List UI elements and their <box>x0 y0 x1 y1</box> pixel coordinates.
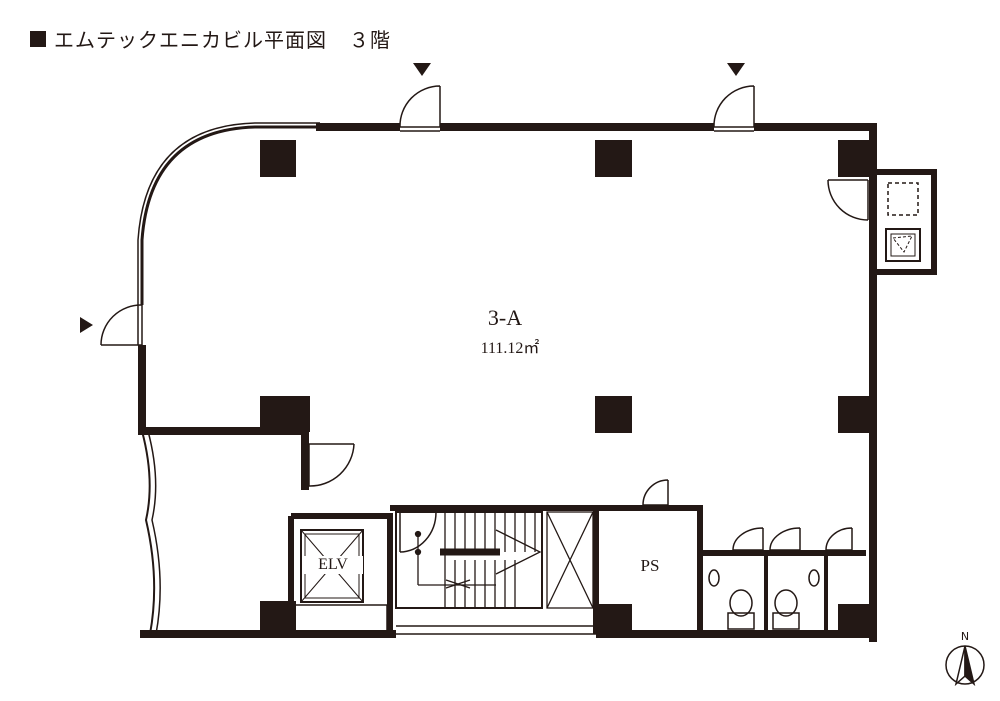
wall-elv <box>291 513 393 634</box>
column <box>838 140 872 177</box>
bay-window <box>141 430 156 635</box>
column <box>260 396 310 432</box>
title-floor: ３階 <box>349 28 391 52</box>
column <box>260 140 296 177</box>
elevator-shaft <box>300 529 364 603</box>
column <box>595 140 632 177</box>
door <box>732 527 764 551</box>
door <box>825 527 853 551</box>
toilet <box>729 589 753 617</box>
entrance-triangle-icon <box>727 63 745 76</box>
utility-box <box>873 169 937 275</box>
title-square-icon <box>30 30 46 47</box>
door <box>304 443 355 487</box>
toilet <box>774 589 798 617</box>
wall-ps <box>596 505 703 634</box>
door <box>642 479 669 506</box>
column <box>838 396 872 433</box>
plan-title: エムテックエニカビル平面図 ３階 <box>30 24 391 53</box>
room-name: 3-A <box>487 305 523 330</box>
curved-window <box>140 125 320 345</box>
column <box>596 604 632 638</box>
room-area: 111.12㎡ <box>480 340 540 357</box>
column <box>595 396 632 433</box>
title-text: エムテックエニカビル平面図 <box>54 28 327 52</box>
wall-top <box>316 123 877 642</box>
door <box>713 85 755 132</box>
door <box>769 527 801 551</box>
north-arrow-icon <box>945 645 985 687</box>
entrance-triangle-icon <box>80 317 93 333</box>
door <box>100 304 143 346</box>
elevator-label: ELV <box>303 556 363 574</box>
entrance-triangle-icon <box>413 63 431 76</box>
door <box>827 179 869 221</box>
column <box>260 601 296 637</box>
column <box>838 604 872 638</box>
staircase <box>395 511 543 609</box>
door <box>399 85 441 132</box>
pipe-space-label: PS <box>640 556 660 575</box>
north-label: N <box>960 630 970 643</box>
